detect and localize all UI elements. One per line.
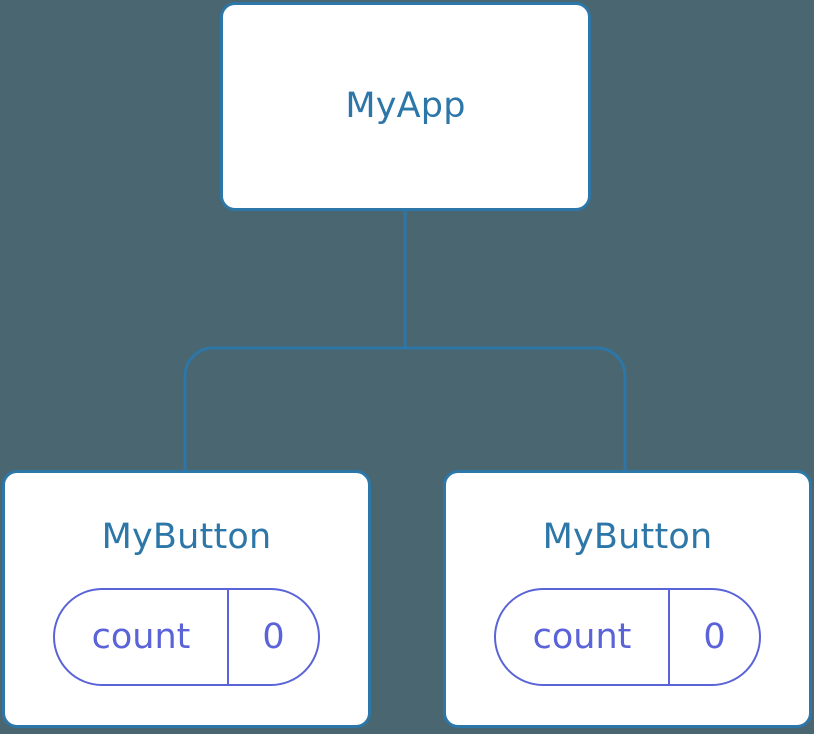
node-mybutton-0[interactable]: MyButton count 0 bbox=[2, 470, 371, 728]
edge-branch-to-child-1 bbox=[405, 346, 627, 471]
state-pill-value: 0 bbox=[670, 590, 759, 684]
state-pill-key-text: count bbox=[532, 616, 632, 657]
node-myapp[interactable]: MyApp bbox=[220, 2, 591, 211]
node-title: MyButton bbox=[542, 517, 713, 557]
state-pill-value-text: 0 bbox=[703, 616, 726, 657]
state-pill-count[interactable]: count 0 bbox=[494, 588, 761, 686]
node-mybutton-1[interactable]: MyButton count 0 bbox=[443, 470, 812, 728]
node-title: MyApp bbox=[345, 86, 466, 126]
state-pill-key: count bbox=[55, 590, 229, 684]
node-title: MyButton bbox=[101, 517, 272, 557]
edge-branch-to-child-0 bbox=[183, 346, 405, 471]
state-pill-key: count bbox=[496, 590, 670, 684]
state-pill-count[interactable]: count 0 bbox=[53, 588, 320, 686]
state-pill-value: 0 bbox=[229, 590, 318, 684]
state-pill-key-text: count bbox=[91, 616, 191, 657]
state-pill-value-text: 0 bbox=[262, 616, 285, 657]
